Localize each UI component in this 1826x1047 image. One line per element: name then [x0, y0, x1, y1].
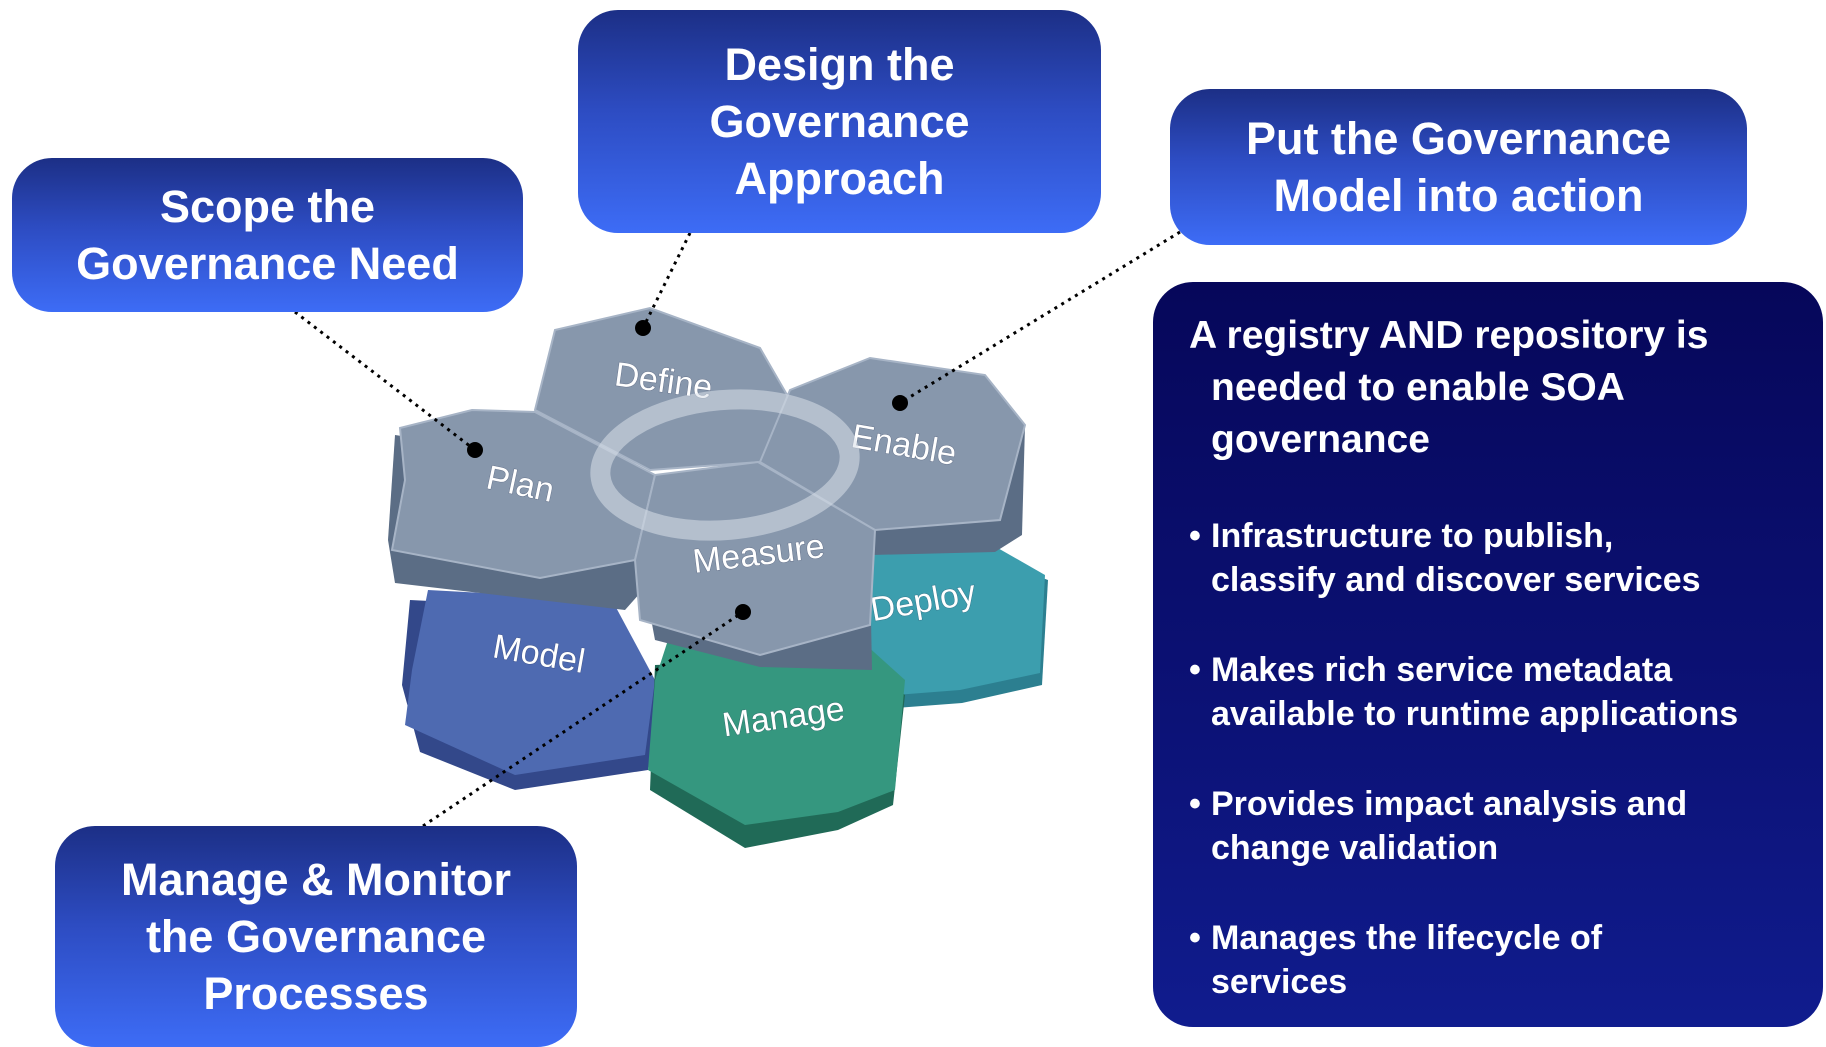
connectors [294, 230, 1181, 828]
info-bullet-text: Provides impact analysis and change vali… [1211, 785, 1688, 867]
info-panel-heading: A registry AND repository is needed to e… [1189, 314, 1709, 461]
info-bullet-2: • Makes rich service metadata available … [1189, 648, 1819, 736]
bullet-marker: • [1189, 651, 1201, 689]
bullet-marker: • [1189, 785, 1201, 823]
info-bullet-3: • Provides impact analysis and change va… [1189, 782, 1819, 870]
info-bullet-text: Infrastructure to publish, classify and … [1211, 517, 1701, 599]
bullet-marker: • [1189, 517, 1201, 555]
callout-scope-governance-need: Scope the Governance Need [12, 158, 523, 312]
connector-design-define [641, 232, 692, 329]
connector-dot-enable [892, 395, 908, 411]
callout-manage-monitor-processes: Manage & Monitor the Governance Processe… [55, 826, 577, 1047]
hex-define[interactable]: Define [533, 306, 792, 472]
info-bullet-text: Manages the lifecycle of services [1211, 919, 1603, 1001]
connector-manage-measure [422, 610, 744, 828]
info-bullet-text: Makes rich service metadata available to… [1211, 651, 1739, 733]
connector-dot-measure [735, 604, 751, 620]
connector-dot-plan [467, 442, 483, 458]
info-bullet-4: • Manages the lifecycle of services [1189, 916, 1819, 1004]
info-bullet-1: • Infrastructure to publish, classify an… [1189, 514, 1819, 602]
connector-scope-plan [294, 310, 476, 452]
callout-put-governance-into-action: Put the Governance Model into action [1170, 89, 1747, 245]
connector-put-enable [899, 230, 1181, 405]
cycle-arrow-icon [590, 389, 860, 541]
hex-model[interactable]: Model [402, 590, 660, 790]
callout-design-governance-approach: Design the Governance Approach [578, 10, 1101, 233]
bullet-marker: • [1189, 919, 1201, 957]
hex-manage[interactable]: Manage [648, 635, 905, 848]
connector-dot-define [635, 320, 651, 336]
registry-info-panel: A registry AND repository is needed to e… [1153, 282, 1823, 1027]
hex-plan[interactable]: Plan [390, 408, 657, 580]
